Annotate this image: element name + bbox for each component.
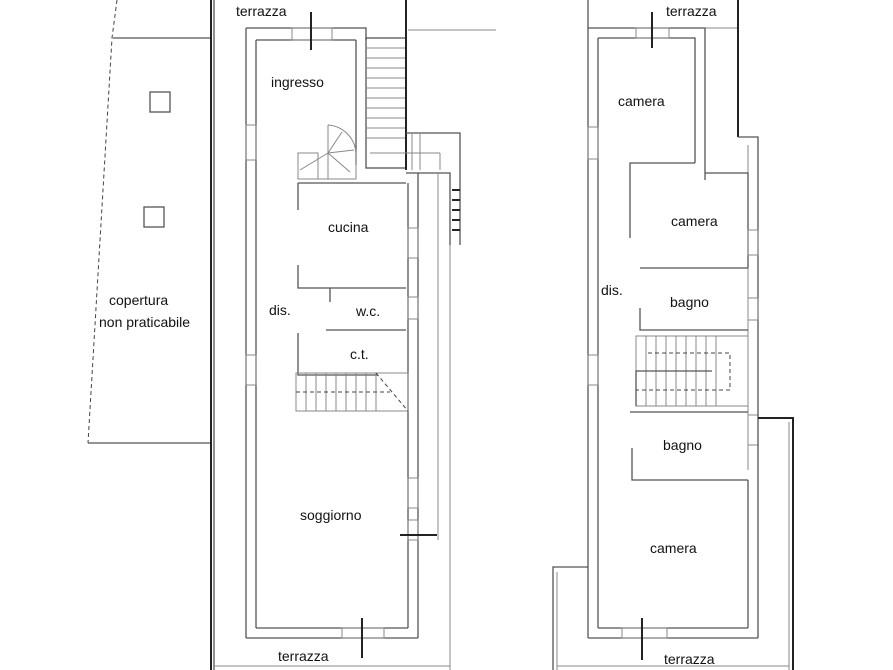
- room-label-ingresso: ingresso: [271, 74, 324, 90]
- room-label-bagno-1: bagno: [670, 294, 709, 310]
- room-label-camera-2: camera: [671, 213, 718, 229]
- room-label-dis-first: dis.: [601, 282, 623, 298]
- room-label-dis-ground: dis.: [269, 302, 291, 318]
- room-label-wc: w.c.: [356, 303, 381, 319]
- room-label-ct: c.t.: [350, 346, 369, 362]
- room-label-terrazza-bottom-ground: terrazza: [278, 648, 329, 664]
- room-label-terrazza-bottom-first: terrazza: [664, 651, 715, 667]
- first-floor-walls: [552, 0, 794, 670]
- room-label-bagno-2: bagno: [663, 437, 702, 453]
- roof-label-line1: copertura: [109, 292, 169, 308]
- room-label-cucina: cucina: [328, 219, 369, 235]
- room-label-terrazza-top-ground: terrazza: [236, 3, 287, 19]
- ground-floor-walls: [214, 0, 496, 670]
- room-label-camera-3: camera: [650, 540, 697, 556]
- roof-outline: [87, 0, 210, 444]
- room-label-terrazza-top-first: terrazza: [666, 3, 717, 19]
- room-label-soggiorno: soggiorno: [300, 507, 362, 523]
- roof-label-line2: non praticabile: [99, 314, 191, 330]
- room-label-camera-1: camera: [618, 93, 665, 109]
